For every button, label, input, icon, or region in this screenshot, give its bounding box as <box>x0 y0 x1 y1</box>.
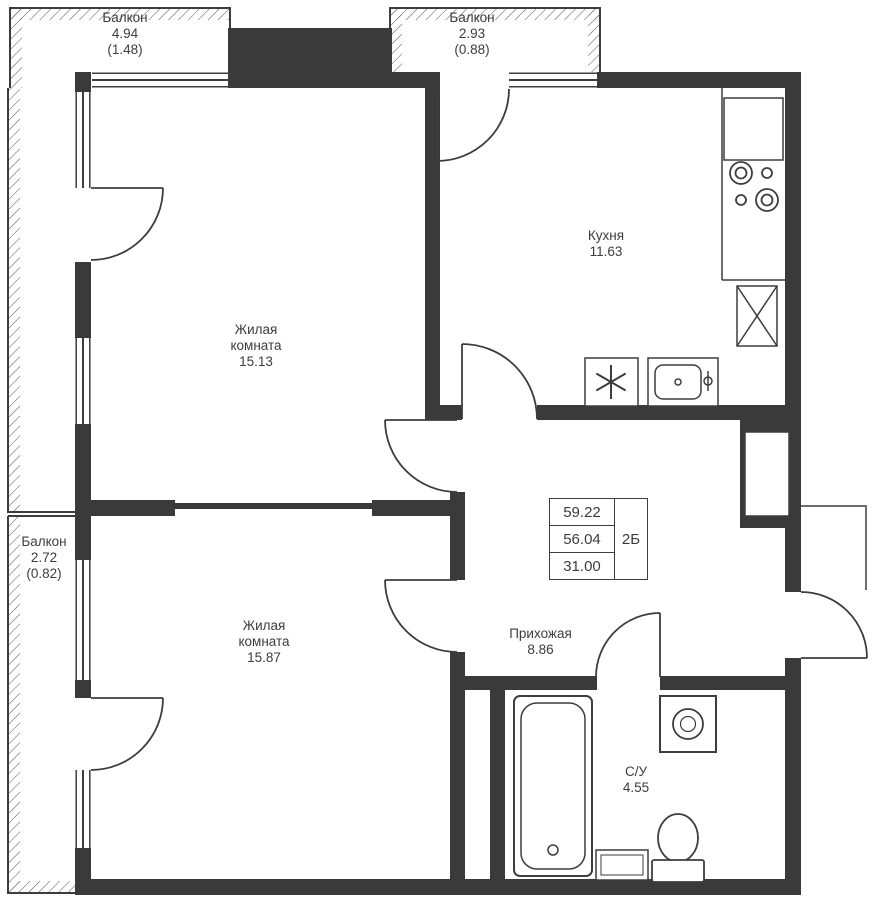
room-area: 11.63 <box>589 244 623 259</box>
room-name: Прихожая <box>509 626 572 641</box>
room-area-coeff: (1.48) <box>107 42 143 57</box>
balcony-railing <box>7 88 75 513</box>
washing-machine-icon <box>659 695 717 753</box>
room-label-balcony-left: Балкон 2.72 (0.82) <box>6 534 82 582</box>
living-area-value: 31.00 <box>563 557 601 575</box>
wall <box>785 658 801 895</box>
hatch-band <box>8 88 20 512</box>
wall <box>75 879 801 895</box>
hatch-band <box>588 8 600 72</box>
balcony-railing <box>9 7 231 88</box>
sink-icon <box>595 849 649 881</box>
room-label-balcony-top-mid: Балкон 2.93 (0.88) <box>402 10 542 58</box>
toilet-icon <box>651 813 705 883</box>
window <box>75 560 91 680</box>
balcony-railings <box>7 7 601 894</box>
bathtub-icon <box>513 695 593 877</box>
wall <box>450 652 465 879</box>
room-label-hallway: Прихожая 8.86 <box>478 626 603 658</box>
wall <box>597 72 801 88</box>
hatch-band <box>8 881 75 893</box>
wall <box>75 500 175 516</box>
counter-appliance <box>723 97 784 161</box>
window <box>92 72 228 88</box>
kitchen-sink-icon <box>647 357 719 407</box>
area-values-column: 59.22 56.04 31.00 <box>550 499 614 579</box>
hatch-band <box>10 8 230 20</box>
room-area-coeff: (0.88) <box>454 42 490 57</box>
room-name: Балкон <box>449 10 495 25</box>
room-area: 2.72 <box>30 550 58 565</box>
room-name: Жилая <box>242 618 286 633</box>
window <box>509 72 597 88</box>
room-label-living-bottom: Жилая комната 15.87 <box>203 618 325 666</box>
hatch-band <box>390 8 402 72</box>
window <box>75 770 91 848</box>
wall <box>75 680 91 698</box>
total-area-value: 59.22 <box>550 499 614 526</box>
window <box>75 338 91 424</box>
area-without-balcony-value: 56.04 <box>550 526 614 553</box>
wall-pier <box>228 28 392 88</box>
room-label-balcony-top-left: Балкон 4.94 (1.48) <box>55 10 195 58</box>
room-name: Балкон <box>21 534 67 549</box>
room-label-living-top: Жилая комната 15.13 <box>195 322 317 370</box>
vent-shaft-icon <box>736 285 778 347</box>
door-swing-icon <box>90 187 164 261</box>
wall <box>425 405 462 420</box>
door-swing-icon <box>595 612 661 678</box>
room-name: комната <box>238 634 290 649</box>
stove-icon <box>729 161 779 212</box>
door-swing-icon <box>384 579 458 653</box>
door-swing-icon <box>800 505 868 659</box>
room-area-coeff: (0.82) <box>26 566 62 581</box>
duct-opening <box>744 431 790 517</box>
wall <box>75 262 91 338</box>
wall <box>537 405 801 420</box>
kitchen-fixtures <box>584 88 790 517</box>
balcony-railing <box>7 515 75 894</box>
wall <box>465 676 597 690</box>
room-label-bathroom: С/У 4.55 <box>574 764 698 796</box>
room-area: 2.93 <box>458 26 486 41</box>
stove-position-icon <box>584 357 639 407</box>
door-swing-icon <box>384 419 458 493</box>
door-swing-icon <box>90 697 164 771</box>
room-area: 4.94 <box>111 26 139 41</box>
room-name: комната <box>230 338 282 353</box>
hatch-band <box>10 8 22 88</box>
hatch-band <box>8 516 20 893</box>
flat-type-value: 2Б <box>614 499 647 579</box>
window <box>75 92 91 188</box>
door-swing-icon <box>436 88 510 162</box>
wall <box>660 676 801 690</box>
wall <box>490 690 505 879</box>
windows <box>75 72 597 848</box>
wall <box>75 424 91 560</box>
wall <box>75 72 91 92</box>
door-swing-icon <box>461 343 538 420</box>
wall <box>372 500 465 516</box>
hatch-band <box>390 8 600 20</box>
area-info-box: 59.22 56.04 31.00 2Б <box>549 498 648 580</box>
room-name: Балкон <box>102 10 148 25</box>
room-area: 8.86 <box>527 642 554 657</box>
room-name: Кухня <box>587 228 625 243</box>
room-area: 15.87 <box>247 650 281 665</box>
room-area: 4.55 <box>622 780 650 795</box>
room-name: Жилая <box>234 322 278 337</box>
bathroom-fixtures <box>513 695 717 883</box>
room-label-kitchen: Кухня 11.63 <box>546 228 666 260</box>
partition <box>172 503 375 509</box>
door-swings <box>90 88 868 771</box>
room-area: 15.13 <box>239 354 273 369</box>
room-name: С/У <box>624 764 648 779</box>
